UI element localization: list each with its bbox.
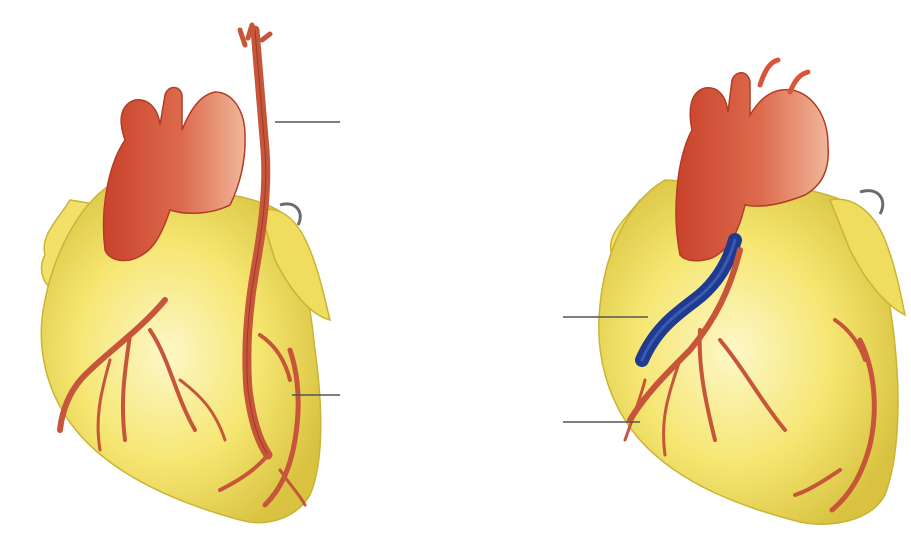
left-heart: [41, 25, 340, 523]
right-heart: [563, 60, 905, 524]
